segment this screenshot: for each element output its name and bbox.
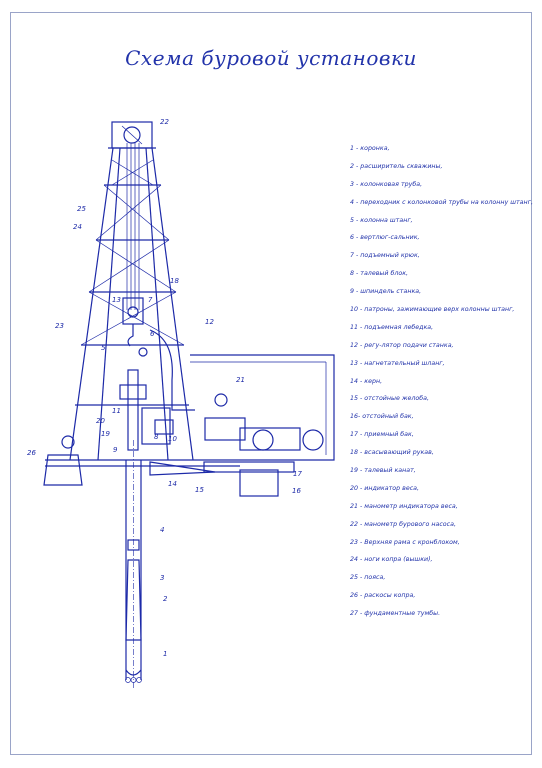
- legend-item: 6 - вертлюг-сальник,: [350, 234, 420, 242]
- callout-3: 3: [160, 574, 164, 582]
- legend-item: 7 - подъемный крюк,: [350, 252, 420, 260]
- legend-item: 3 - колонковая труба,: [350, 180, 423, 188]
- callout-18: 18: [170, 277, 179, 285]
- legend-item: 17 - приемный бак,: [350, 431, 414, 439]
- legend-item: 24 - ноги копра (вышки),: [350, 556, 433, 564]
- tackle-lines: [126, 143, 140, 310]
- callout-25: 25: [77, 205, 86, 213]
- spindle-column: [119, 369, 174, 451]
- callout-16: 16: [292, 487, 301, 495]
- legend-item: 13 - нагнетательный шланг,: [350, 359, 445, 367]
- callout-4: 4: [160, 526, 164, 534]
- legend-item: 10 - патроны, зажимающие верх колонны шт…: [350, 306, 515, 314]
- callout-22: 22: [160, 118, 169, 126]
- callout-26: 26: [27, 449, 36, 457]
- pressure-hose: [149, 329, 195, 411]
- legend-item: 5 - колонна штанг,: [350, 216, 413, 224]
- crown-block: [108, 121, 156, 149]
- drill-string: [125, 440, 142, 690]
- callout-24: 24: [73, 223, 82, 231]
- callout-19: 19: [101, 430, 110, 438]
- legend-item: 2 - расширитель скважины,: [350, 162, 443, 170]
- legend-item: 15 - отстойные желоба,: [350, 395, 430, 403]
- legend-item: 9 - шпиндель станка,: [350, 288, 422, 296]
- mud-tanks: [149, 461, 295, 497]
- callout-5: 5: [101, 344, 106, 352]
- legend-item: 26 - раскосы копра,: [350, 592, 416, 600]
- callout-17: 17: [293, 470, 302, 478]
- callout-21: 21: [236, 376, 245, 384]
- legend-item: 20 - индикатор веса,: [350, 484, 420, 492]
- foundation-block: [43, 435, 83, 486]
- traveling-block: [122, 297, 148, 357]
- legend-item: 12 - регу-лятор подачи станка,: [350, 341, 454, 349]
- legend-item: 21 - манометр индикатора веса,: [350, 502, 458, 510]
- callout-2: 2: [163, 595, 168, 603]
- callout-6: 6: [150, 330, 155, 338]
- callout-labels: 22 25 24 18 13 7 12 23 6 5 21 11 20 19 8…: [27, 118, 302, 658]
- legend-item: 23 - Верхняя рама с кронблоком,: [350, 538, 460, 546]
- drawing-title: Схема буровой установки: [125, 46, 417, 70]
- callout-13: 13: [112, 296, 121, 304]
- pump-house: [190, 354, 335, 461]
- derrick-bracing: [80, 159, 185, 346]
- legend-item: 1 - коронка,: [350, 145, 390, 152]
- legend-item: 4 - переходник с колонковой трубы на кол…: [350, 198, 533, 206]
- derrick-legs: [69, 147, 194, 461]
- parts-legend: 1 - коронка, 2 - расширитель скважины, 3…: [350, 140, 535, 623]
- legend-item: 11 - подъемная лебедка,: [350, 323, 434, 331]
- callout-20: 20: [96, 417, 105, 425]
- callout-10: 10: [168, 435, 177, 443]
- callout-1: 1: [163, 650, 167, 658]
- callout-9: 9: [113, 446, 118, 454]
- callout-14: 14: [168, 480, 177, 488]
- callout-7: 7: [148, 296, 153, 304]
- callout-8: 8: [154, 433, 159, 441]
- callout-23: 23: [55, 322, 64, 330]
- legend-item: 18 - всасывающий рукав,: [350, 449, 434, 457]
- legend-item: 14 - керн,: [350, 377, 383, 385]
- callout-15: 15: [195, 486, 204, 494]
- legend-item: 8 - талевый блок,: [350, 270, 409, 278]
- legend-item: 19 - талевый канат,: [350, 467, 416, 475]
- legend-item: 22 - манометр бурового насоса,: [350, 520, 456, 528]
- legend-item: 27 - фундаментные тумбы.: [350, 610, 441, 618]
- legend-item: 16- отстойный бак,: [350, 413, 414, 421]
- legend-item: 25 - пояса,: [350, 574, 386, 582]
- drawing-frame: [10, 12, 532, 755]
- callout-11: 11: [112, 407, 121, 415]
- callout-12: 12: [205, 318, 214, 326]
